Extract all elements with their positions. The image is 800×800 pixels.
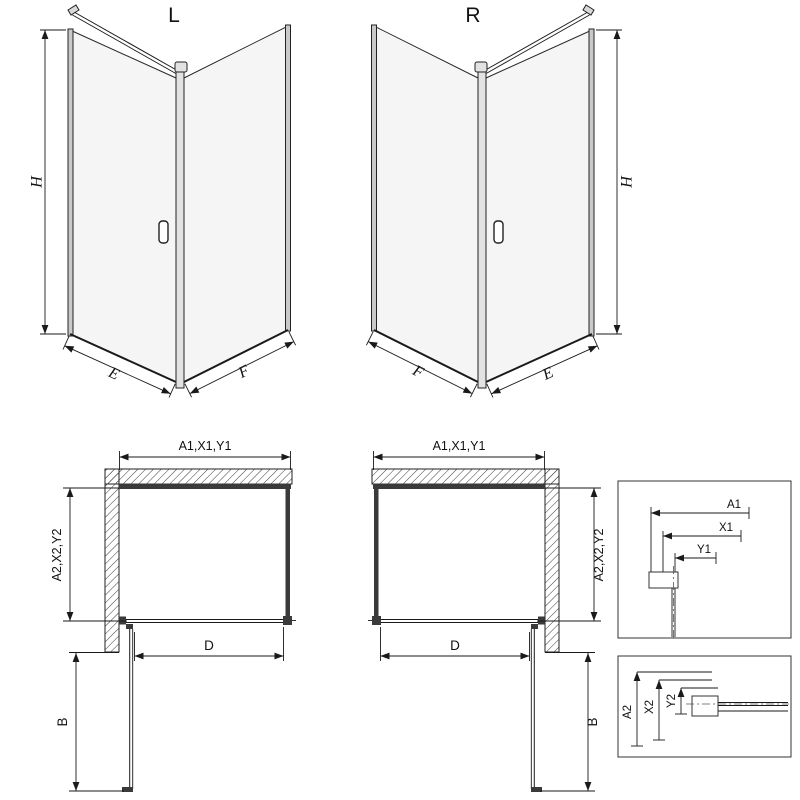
detail-a1-label: A1	[727, 499, 741, 511]
dim-label-e-l: E	[105, 364, 122, 384]
door-panel-r	[485, 28, 595, 383]
dim-depth-plan-l: A2,X2,Y2	[50, 487, 127, 622]
dim-label-h-r: H	[619, 175, 636, 189]
profile-section-vertical	[648, 566, 679, 638]
wall-hatch-top-r	[371, 468, 560, 485]
plan-view-right: A1,X1,Y1 A2,X2,Y2 D B	[368, 439, 606, 792]
dim-swing-plan-r: B	[540, 652, 600, 792]
corner-cap-l	[174, 61, 188, 73]
dim-h-l: H	[29, 29, 66, 335]
corner-cap-r	[474, 61, 488, 73]
plan-r-door-label: D	[450, 638, 460, 653]
wall-profile-r-2	[371, 24, 377, 332]
dim-label-e-r: E	[539, 364, 556, 384]
detail-box-width: A1 X1 Y1	[617, 480, 792, 639]
door-end-cap-r	[531, 787, 542, 792]
plan-l-door-label: D	[204, 638, 214, 653]
dim-depth-plan-r: A2,X2,Y2	[537, 487, 606, 622]
detail-y1-label: Y1	[697, 544, 711, 556]
side-panel-r	[371, 24, 479, 383]
wall-hatch-side-l	[104, 468, 120, 653]
detail-x2-label: X2	[644, 700, 656, 714]
wall-hatch-top-l	[104, 468, 293, 485]
plan-l-depth-label: A2,X2,Y2	[50, 529, 64, 582]
door-end-cap-l	[122, 787, 133, 792]
dim-width-plan-l: A1,X1,Y1	[119, 439, 291, 470]
detail-x1-label: X1	[719, 522, 733, 534]
dim-door-plan-r: D	[380, 627, 530, 661]
dim-label-h-l: H	[29, 175, 46, 189]
wall-profile-r	[588, 28, 595, 337]
plan-l-width-label: A1,X1,Y1	[179, 439, 232, 453]
detail-box-depth: A2 X2 Y2	[617, 655, 792, 758]
back-panel-plan-r	[373, 483, 545, 489]
door-closed-plan-l	[119, 616, 283, 629]
iso-view-right: R H F	[365, 4, 636, 398]
dim-h-r: H	[596, 29, 636, 335]
plan-r-swing-label: B	[585, 717, 600, 726]
door-closed-plan-r	[381, 616, 545, 629]
fixed-panel-plan-l	[285, 489, 290, 616]
corner-post-r	[477, 69, 487, 389]
detail-y2-label: Y2	[666, 694, 678, 708]
corner-post-plan-r	[372, 616, 381, 625]
door-handle-l	[158, 220, 169, 244]
detail-a2-label: A2	[622, 705, 634, 719]
plan-r-depth-label: A2,X2,Y2	[592, 529, 606, 582]
door-panel-l	[67, 28, 177, 383]
door-handle-r	[493, 220, 504, 244]
view-r-label: R	[465, 4, 480, 27]
view-l-label: L	[168, 4, 180, 27]
side-panel-l	[183, 24, 291, 383]
fixed-panel-plan-r	[374, 489, 379, 616]
door-open-plan-r	[530, 629, 542, 792]
dim-door-plan-l: D	[134, 627, 284, 661]
dim-label-f-r: F	[409, 362, 426, 382]
wall-profile-l	[67, 28, 74, 337]
corner-post-plan-l	[283, 616, 292, 625]
top-support-bar-l	[67, 4, 181, 76]
plan-r-width-label: A1,X1,Y1	[433, 439, 486, 453]
wall-bracket-icon	[67, 4, 80, 16]
wall-profile-l-2	[285, 24, 291, 332]
back-panel-plan-l	[119, 483, 291, 489]
dim-label-f-l: F	[235, 362, 252, 382]
hinge-plan-l	[119, 616, 126, 625]
wall-bracket-icon	[582, 4, 595, 16]
dim-width-plan-r: A1,X1,Y1	[373, 439, 545, 470]
profile-section-horizontal	[686, 695, 789, 717]
corner-post-l	[175, 69, 185, 389]
top-support-bar-r	[481, 4, 595, 76]
iso-view-left: L H	[29, 4, 297, 398]
door-open-plan-l	[122, 629, 134, 792]
plan-view-left: A1,X1,Y1 A2,X2,Y2 D B	[50, 439, 296, 792]
dim-swing-plan-l: B	[55, 652, 124, 792]
hinge-plan-r	[538, 616, 545, 625]
wall-hatch-side-r	[544, 468, 560, 653]
plan-l-swing-label: B	[55, 717, 70, 726]
